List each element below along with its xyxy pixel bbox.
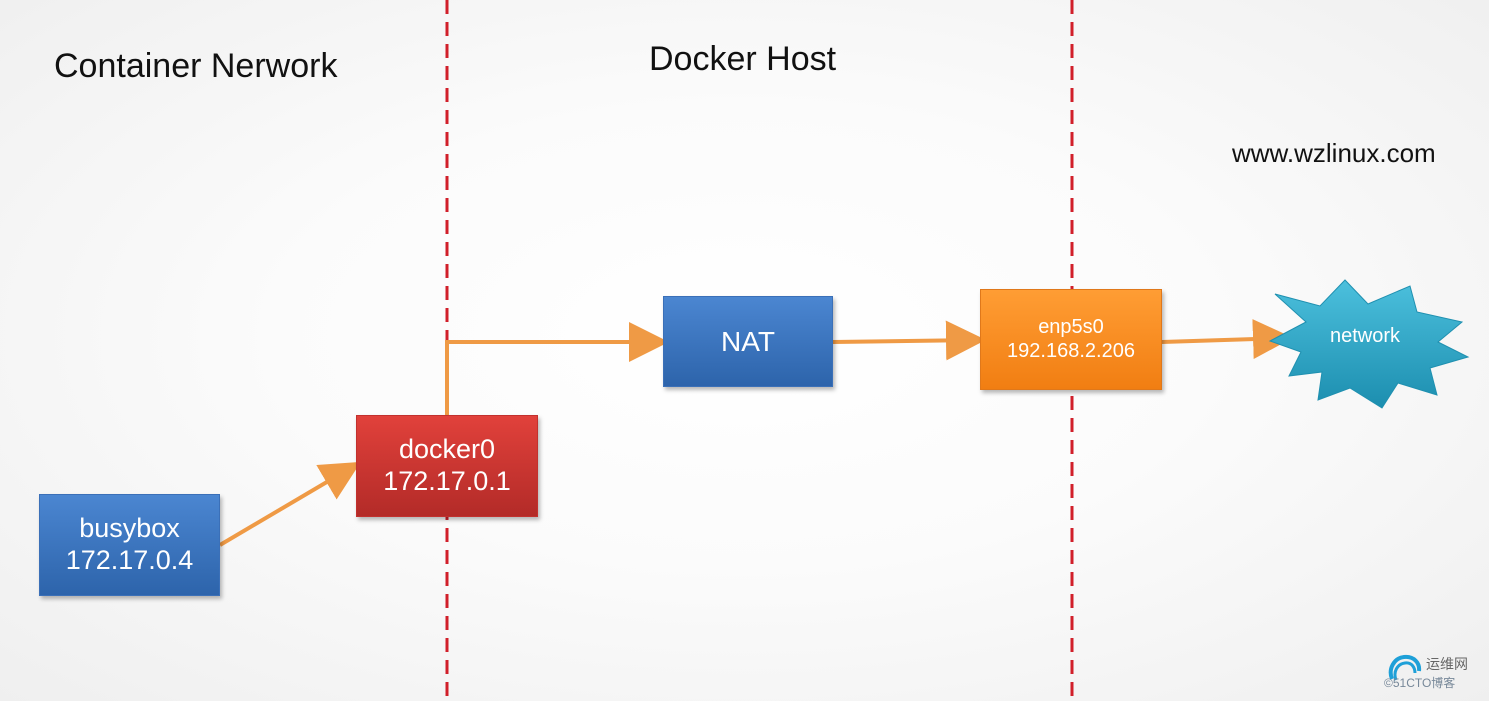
arrow-busybox-to-docker0 [218,461,361,547]
network-cloud-burst [1268,279,1470,409]
arrow-enp5s0-to-network [1161,319,1293,360]
arrow-docker0-to-nat [445,322,669,415]
arrow-nat-to-enp5s0 [832,320,986,361]
